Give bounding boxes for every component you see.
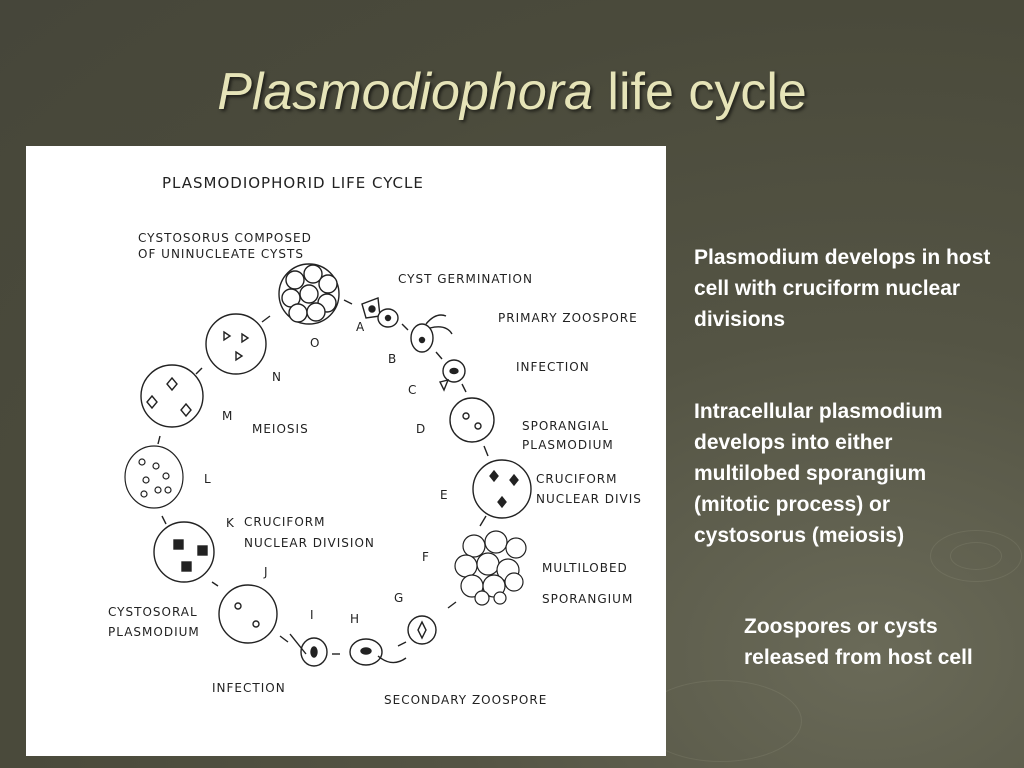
stage-letter-b: B: [388, 352, 396, 366]
note-2-text: Intracellular plasmodium develops into e…: [694, 396, 994, 551]
label-cystosorus-line1: CYSTOSORUS COMPOSED: [138, 231, 312, 245]
label-infection-bottom: INFECTION: [212, 681, 286, 695]
germinating-cyst-shape: [362, 298, 398, 327]
stage-letter-o: O: [310, 336, 319, 350]
label-meiosis: MEIOSIS: [252, 422, 309, 436]
stage-letter-d: D: [416, 422, 425, 436]
label-secondary-zoospore: SECONDARY ZOOSPORE: [384, 693, 547, 707]
zoospore-g-shape: [408, 616, 436, 644]
stage-letter-m: M: [222, 409, 232, 423]
note-3-text: Zoospores or cysts released from host ce…: [744, 611, 994, 673]
stage-letter-k: K: [226, 516, 235, 530]
label-cyst-germination: CYST GERMINATION: [398, 272, 533, 286]
label-cystosorus-line2: OF UNINUCLEATE CYSTS: [138, 247, 304, 261]
stage-letter-j: J: [263, 565, 268, 579]
cystosorus-cell-cluster: [279, 264, 339, 324]
cell-n-shape: [206, 314, 266, 374]
meiosis-cell-shape: [141, 365, 203, 427]
label-cruciform-right-line2: NUCLEAR DIVIS: [536, 492, 642, 506]
cystosoral-plasmodium-shape: [219, 585, 277, 643]
label-sporangial-line2: PLASMODIUM: [522, 438, 614, 452]
stage-letter-i: I: [310, 608, 314, 622]
secondary-zoospore-shape: [350, 639, 406, 665]
diagram-heading: PLASMODIOPHORID LIFE CYCLE: [162, 174, 424, 192]
life-cycle-diagram: PLASMODIOPHORID LIFE CYCLE CYSTOSORUS CO…: [26, 146, 666, 756]
label-multilobed-line1: MULTILOBED: [542, 561, 628, 575]
label-primary-zoospore: PRIMARY ZOOSPORE: [498, 311, 638, 325]
label-cruciform-inner-line2: NUCLEAR DIVISION: [244, 536, 375, 550]
label-cystosoral-line1: CYSTOSORAL: [108, 605, 198, 619]
infection-bottom-shape: [290, 634, 327, 666]
infection-top-shape: [440, 360, 465, 390]
sporangial-plasmodium-shape: [450, 398, 494, 442]
label-cystosoral-line2: PLASMODIUM: [108, 625, 200, 639]
primary-zoospore-shape: [411, 315, 452, 352]
note-1-text: Plasmodium develops in host cell with cr…: [694, 242, 994, 335]
cruciform-division-inner-shape: [154, 522, 214, 582]
label-infection-top: INFECTION: [516, 360, 590, 374]
label-multilobed-line2: SPORANGIUM: [542, 592, 633, 606]
stage-letter-c: C: [408, 383, 416, 397]
stage-letter-e: E: [440, 488, 448, 502]
multinucleate-cell-shape: [125, 446, 183, 508]
stage-letter-a: A: [356, 320, 365, 334]
label-sporangial-line1: SPORANGIAL: [522, 419, 609, 433]
note-3: Zoospores or cysts released from host ce…: [744, 611, 994, 673]
multilobed-sporangium-shape: [455, 531, 526, 605]
stage-letter-n: N: [272, 370, 281, 384]
life-cycle-figure: PLASMODIOPHORID LIFE CYCLE CYSTOSORUS CO…: [26, 146, 666, 756]
slide-title-rest: life cycle: [593, 63, 807, 121]
stage-letter-g: G: [394, 591, 403, 605]
note-2: Intracellular plasmodium develops into e…: [694, 396, 994, 551]
stage-letter-l: L: [204, 472, 211, 486]
slide-title-italic: Plasmodiophora: [217, 63, 593, 121]
label-cruciform-right-line1: CRUCIFORM: [536, 472, 617, 486]
slide-title: Plasmodiophora life cycle: [0, 62, 1024, 122]
cruciform-division-right-shape: [473, 460, 531, 518]
stage-letter-f: F: [422, 550, 429, 564]
note-1: Plasmodium develops in host cell with cr…: [694, 242, 994, 335]
stage-letter-h: H: [350, 612, 359, 626]
label-cruciform-inner-line1: CRUCIFORM: [244, 515, 325, 529]
